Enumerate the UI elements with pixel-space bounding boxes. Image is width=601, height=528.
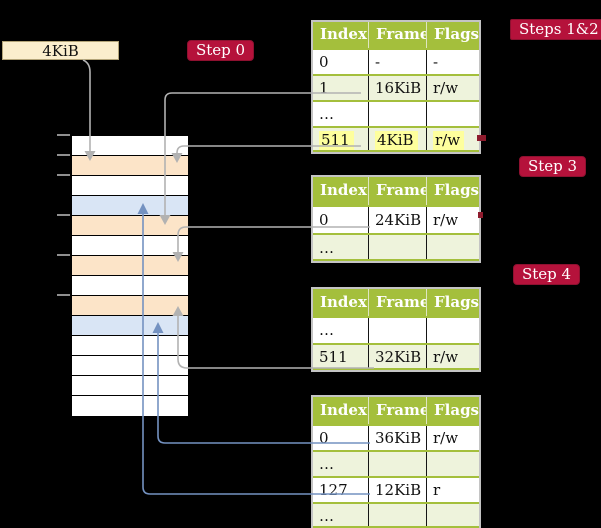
col-header-index: Index (313, 289, 369, 316)
cell-index: … (313, 235, 369, 259)
col-header-flags: Flags (434, 25, 479, 43)
table-row: 0 - - (313, 48, 479, 74)
col-header-frame: Frame (369, 177, 427, 205)
cell-index: … (313, 504, 369, 526)
address-tick (57, 134, 70, 136)
page-table-1: Index Frame Flags 0 - - 1 16KiB r/w … 51… (311, 20, 481, 154)
page-table-2: Index Frame Flags 0 24KiB r/w … (311, 175, 481, 263)
cell-frame (369, 102, 427, 126)
cell-index: 127 (313, 478, 369, 502)
memory-row-mapped-page (72, 196, 188, 216)
memory-row (72, 136, 188, 156)
col-header-index: Index (313, 397, 369, 424)
cell-flags (427, 504, 479, 526)
memory-row-page-table (72, 216, 188, 236)
badge-step-3: Step 3 (519, 156, 587, 177)
page-table-3: Index Frame Flags … 511 32KiB r/w (311, 287, 481, 372)
badge-steps-1-2: Steps 1&2 (510, 19, 601, 40)
cell-frame: 24KiB (369, 207, 427, 233)
memory-row-page-table (72, 296, 188, 316)
cell-frame: 16KiB (369, 76, 427, 100)
cell-flags: r/w (427, 128, 479, 150)
cell-flags: r/w (433, 79, 459, 97)
cell-frame (369, 318, 427, 343)
cell-index: 511 (313, 345, 369, 368)
table-row: 511 32KiB r/w (313, 343, 479, 370)
cell-index: 0 (313, 426, 369, 450)
col-header-frame: Frame (369, 22, 427, 48)
table-row: … (313, 450, 479, 476)
table-row: … (313, 233, 479, 261)
table-row: … (313, 316, 479, 343)
cell-index: … (313, 318, 369, 343)
cell-frame (369, 235, 427, 259)
cell-flags (427, 235, 479, 259)
badge-step-4: Step 4 (513, 264, 581, 285)
table-row: 0 36KiB r/w (313, 424, 479, 450)
col-header-flags: Flags (434, 401, 479, 419)
col-header-frame: Frame (369, 397, 427, 424)
cell-flags: r/w (433, 211, 459, 229)
memory-row-page-table (72, 156, 188, 176)
cell-frame: - (369, 50, 427, 74)
address-tick (57, 294, 70, 296)
root-frame-address-box: 4KiB (2, 41, 119, 60)
cell-frame: 32KiB (369, 345, 427, 368)
address-tick (57, 254, 70, 256)
col-header-index: Index (313, 22, 369, 48)
cell-index: … (313, 452, 369, 476)
cell-frame: 36KiB (369, 426, 427, 450)
col-header-flags: Flags (434, 181, 479, 199)
table-row-highlighted: 511 4KiB r/w (313, 126, 479, 152)
cell-flags (427, 102, 479, 126)
cell-flags: - (433, 53, 439, 71)
table-row: 127 12KiB r (313, 476, 479, 502)
memory-row (72, 236, 188, 256)
memory-row (72, 356, 188, 376)
cell-index: 0 (313, 50, 369, 74)
memory-row (72, 336, 188, 356)
memory-row (72, 276, 188, 296)
badge-step-0: Step 0 (187, 40, 255, 61)
table-header: Index Frame Flags (313, 22, 479, 48)
cell-frame: 4KiB (369, 128, 427, 150)
table-header: Index Frame Flags (313, 397, 479, 424)
cell-index: 511 (313, 128, 369, 150)
cell-flags: r (433, 481, 441, 499)
memory-row-mapped-page (72, 316, 188, 336)
page-table-4: Index Frame Flags 0 36KiB r/w … 127 12Ki… (311, 395, 481, 528)
table-row: 0 24KiB r/w (313, 205, 479, 233)
col-header-frame: Frame (369, 289, 427, 316)
memory-row-page-table (72, 256, 188, 276)
cell-index: 1 (313, 76, 369, 100)
physical-memory-column (71, 135, 189, 417)
cell-frame (369, 452, 427, 476)
address-tick (57, 154, 70, 156)
cell-frame (369, 504, 427, 526)
memory-row (72, 176, 188, 196)
cell-frame: 12KiB (369, 478, 427, 502)
cell-flags (427, 452, 479, 476)
col-header-flags: Flags (434, 293, 479, 311)
step-marker-dash (478, 212, 483, 218)
address-tick (57, 214, 70, 216)
cell-index: … (313, 102, 369, 126)
cell-flags: r/w (433, 348, 459, 366)
col-header-index: Index (313, 177, 369, 205)
table-row: … (313, 100, 479, 126)
table-header: Index Frame Flags (313, 177, 479, 205)
memory-row (72, 396, 188, 416)
cell-index: 0 (313, 207, 369, 233)
memory-row (72, 376, 188, 396)
table-header: Index Frame Flags (313, 289, 479, 316)
address-tick (57, 174, 70, 176)
table-row: 1 16KiB r/w (313, 74, 479, 100)
cell-flags: r/w (433, 429, 459, 447)
cell-flags (427, 318, 479, 343)
step-marker-dash (477, 135, 486, 141)
table-row: … (313, 502, 479, 528)
